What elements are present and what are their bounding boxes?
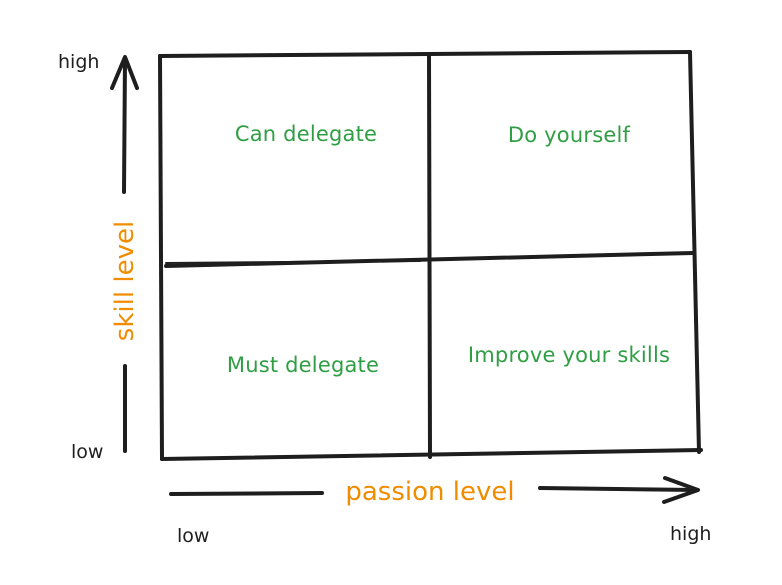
x-axis-low-label: low: [177, 525, 209, 547]
matrix-grid: [158, 50, 703, 461]
grid-horizontal-divider-sketch: [165, 260, 421, 264]
grid-horizontal-divider: [164, 251, 695, 268]
quadrant-label-must-delegate: Must delegate: [227, 353, 379, 377]
x-axis-title: passion level: [345, 477, 514, 507]
grid-top-border: [158, 50, 692, 58]
x-axis-left-line: [169, 491, 324, 496]
quadrant-label-can-delegate: Can delegate: [235, 122, 377, 146]
y-axis-high-label: high: [58, 51, 99, 73]
quadrant-label-do-yourself: Do yourself: [508, 123, 631, 147]
grid-vertical-divider: [427, 54, 432, 459]
y-axis-low-label: low: [71, 441, 103, 463]
y-axis-title: skill level: [110, 221, 140, 341]
x-axis: passion level low high: [169, 476, 711, 547]
arrow-right-icon: [538, 476, 700, 504]
grid-left-border: [158, 54, 164, 461]
quadrant-label-improve-your-skills: Improve your skills: [468, 343, 670, 367]
arrow-up-icon: [110, 55, 139, 194]
x-axis-high-label: high: [670, 523, 711, 545]
y-axis: skill level high low: [58, 51, 140, 463]
